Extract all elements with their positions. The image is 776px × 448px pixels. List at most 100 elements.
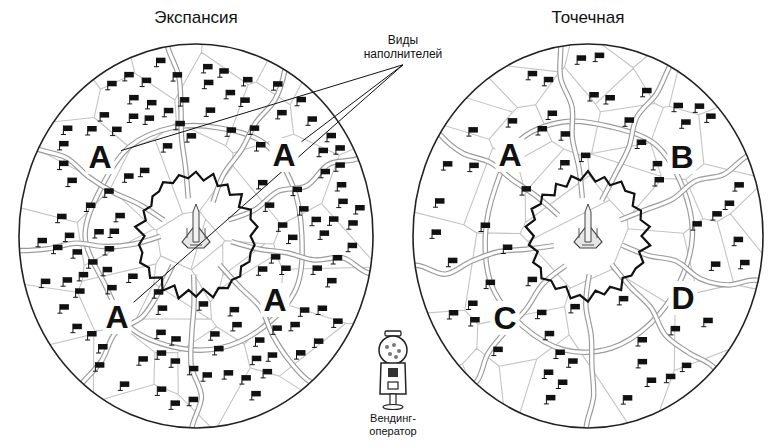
flag-cloth: [666, 374, 675, 380]
city-map: [389, 16, 776, 448]
flag-cloth: [224, 370, 233, 376]
road-casing: [622, 245, 776, 299]
flag-pole: [568, 304, 573, 313]
flag-cloth: [54, 245, 63, 251]
road-casing: [612, 264, 724, 400]
point-flag: [217, 68, 229, 77]
flag-cloth: [60, 304, 69, 310]
flag-cloth: [481, 223, 490, 229]
flag-cloth: [330, 216, 339, 222]
flag-cloth: [486, 280, 495, 286]
flag-pole: [603, 95, 608, 104]
flag-cloth: [157, 386, 166, 392]
point-flag: [263, 202, 275, 211]
point-flag: [256, 266, 268, 275]
flag-pole: [57, 304, 62, 313]
point-flag: [535, 310, 547, 319]
point-flag: [228, 307, 240, 316]
flag-pole: [271, 81, 276, 90]
point-flag: [279, 266, 291, 275]
flag-cloth: [623, 395, 632, 401]
flag-pole: [664, 374, 669, 383]
flag-pole: [479, 223, 484, 232]
flag-pole: [635, 140, 640, 149]
flag-cloth: [88, 331, 97, 337]
flag-cloth: [528, 71, 537, 77]
point-flag: [710, 211, 722, 220]
callout-label: Виды наполнителей: [353, 34, 453, 62]
circle-outline: [412, 4, 766, 433]
flag-pole: [593, 53, 598, 62]
flag-cloth: [65, 233, 74, 239]
flag-pole: [651, 161, 656, 170]
point-flag: [155, 350, 167, 359]
flag-pole: [636, 359, 641, 368]
point-flag: [270, 325, 282, 334]
point-flag: [732, 182, 744, 191]
point-flag: [546, 111, 558, 120]
flag-cloth: [211, 331, 220, 337]
road-casing: [228, 144, 382, 220]
flag-cloth: [148, 100, 157, 106]
point-flag: [275, 110, 287, 119]
point-flag: [306, 116, 318, 125]
point-flag: [187, 397, 199, 406]
flag-pole: [353, 205, 358, 214]
point-flag: [446, 258, 458, 267]
flag-pole: [526, 277, 531, 286]
flag-cloth: [336, 162, 345, 168]
flag-pole: [96, 344, 101, 353]
point-flag: [553, 350, 565, 359]
point-flag: [636, 359, 648, 368]
point-flag: [433, 198, 445, 207]
flag-pole: [253, 337, 258, 346]
road: [13, 137, 164, 220]
flag-pole: [122, 173, 127, 182]
flag-cloth: [68, 178, 77, 184]
flag-pole: [447, 310, 452, 319]
flag-pole: [98, 112, 103, 121]
point-flag: [269, 254, 281, 263]
flag-pole: [269, 254, 274, 263]
flag-pole: [212, 346, 217, 355]
point-flag: [286, 235, 298, 244]
flag-pole: [143, 115, 148, 124]
flag-cloth: [63, 126, 72, 132]
flag-pole: [306, 116, 311, 125]
point-flag: [333, 162, 345, 171]
flag-cloth: [206, 107, 215, 113]
flag-cloth: [139, 356, 148, 362]
flag-pole: [126, 274, 131, 283]
flag-pole: [185, 133, 190, 142]
flag-pole: [430, 229, 435, 238]
flag-cloth: [470, 163, 479, 169]
point-flag: [346, 243, 358, 252]
point-flag: [161, 143, 173, 152]
point-flag: [185, 133, 197, 142]
flag-pole: [556, 380, 561, 389]
flag-pole: [102, 188, 107, 197]
point-flag: [544, 395, 556, 404]
road-casing: [446, 266, 565, 395]
road-casing: [0, 236, 160, 250]
point-flag: [136, 356, 148, 365]
point-flag: [479, 223, 491, 232]
flag-pole: [178, 97, 183, 106]
flag-pole: [441, 161, 446, 170]
filler-letter: C: [490, 301, 519, 335]
flag-cloth: [88, 126, 97, 132]
point-flag: [154, 330, 166, 339]
flag-pole: [103, 246, 108, 255]
flag-pole: [197, 301, 202, 310]
flag-pole: [65, 178, 70, 187]
point-flag: [103, 246, 115, 255]
flag-pole: [248, 125, 253, 134]
point-flag: [248, 125, 260, 134]
point-flag: [291, 187, 303, 196]
flag-pole: [202, 80, 207, 89]
flag-cloth: [571, 304, 580, 310]
flag-pole: [690, 221, 695, 230]
flag-cloth: [103, 267, 112, 273]
flag-pole: [127, 95, 132, 104]
